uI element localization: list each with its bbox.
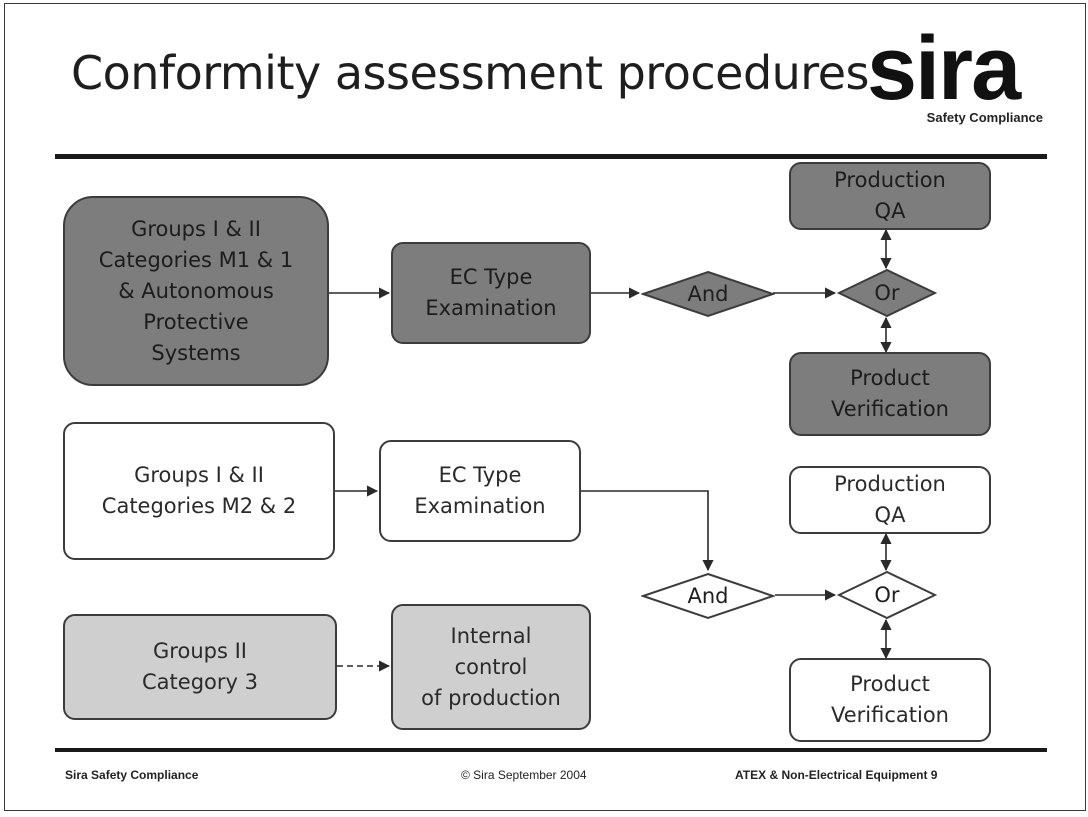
group-box-cat3-line: Category 3: [142, 670, 258, 694]
product-verification-2-line: Verification: [831, 703, 949, 727]
internal-control-line: control: [454, 654, 528, 679]
group-box-m1-line: Protective: [143, 309, 249, 334]
logo-tagline: Safety Compliance: [926, 110, 1043, 125]
and-decision-2-label: And: [687, 584, 729, 608]
ec-type-exam-2-line: Examination: [414, 494, 546, 518]
group-box-m1: Groups I & II Categories M1 & 1 & Autono…: [63, 196, 329, 386]
group-box-m1-line: Categories M1 & 1: [98, 247, 294, 272]
bottom-divider: [55, 748, 1047, 752]
ec-type-exam-box-1: EC Type Examination: [391, 242, 591, 344]
group-box-m2-line: Categories M2 & 2: [101, 494, 297, 518]
internal-control-box: Internal control of production: [391, 604, 591, 730]
internal-control-line: of production: [421, 685, 561, 710]
or-decision-2: Or: [837, 570, 937, 620]
arrow-exam2-to-and2: [581, 490, 714, 572]
footer-copyright: © Sira September 2004: [461, 768, 587, 782]
product-verification-2-line: Product: [850, 672, 930, 696]
group-box-cat3: Groups II Category 3: [63, 614, 337, 720]
production-qa-1-line: Production: [834, 168, 946, 192]
product-verification-box-2: Product Verification: [789, 658, 991, 742]
production-qa-box-1: Production QA: [789, 162, 991, 230]
or-decision-2-label: Or: [874, 583, 900, 607]
product-verification-1-line: Product: [850, 366, 930, 390]
product-verification-1-line: Verification: [831, 397, 949, 421]
production-qa-2-line: QA: [874, 503, 906, 527]
ec-type-exam-1-line: Examination: [425, 296, 557, 320]
logo-wordmark: sira: [867, 19, 1021, 119]
and-decision-2: And: [641, 572, 775, 620]
footer-course-page: ATEX & Non-Electrical Equipment 9: [735, 768, 938, 782]
group-box-m2: Groups I & II Categories M2 & 2: [63, 422, 335, 560]
slide: Conformity assessment procedures sira Sa…: [4, 3, 1086, 811]
group-box-m1-line: & Autonomous: [118, 278, 274, 303]
production-qa-2-line: Production: [834, 472, 946, 496]
group-box-cat3-line: Groups II: [153, 639, 247, 663]
and-decision-1-label: And: [687, 282, 729, 306]
and-decision-1: And: [641, 270, 775, 318]
group-box-m1-line: Systems: [151, 340, 241, 365]
group-box-m2-line: Groups I & II: [134, 463, 264, 487]
top-divider: [55, 154, 1047, 159]
group-box-m1-line: Groups I & II: [131, 216, 261, 241]
product-verification-box-1: Product Verification: [789, 352, 991, 436]
or-decision-1-label: Or: [874, 281, 900, 305]
or-decision-1: Or: [837, 268, 937, 318]
production-qa-box-2: Production QA: [789, 466, 991, 534]
ec-type-exam-2-line: EC Type: [438, 463, 522, 487]
ec-type-exam-1-line: EC Type: [449, 265, 533, 289]
production-qa-1-line: QA: [874, 199, 906, 223]
ec-type-exam-box-2: EC Type Examination: [379, 440, 581, 542]
slide-title: Conformity assessment procedures: [71, 46, 869, 100]
connector-arrows: [327, 228, 892, 672]
sira-logo: sira Safety Compliance: [867, 24, 1057, 134]
internal-control-line: Internal: [450, 623, 532, 648]
footer-company: Sira Safety Compliance: [65, 768, 199, 782]
